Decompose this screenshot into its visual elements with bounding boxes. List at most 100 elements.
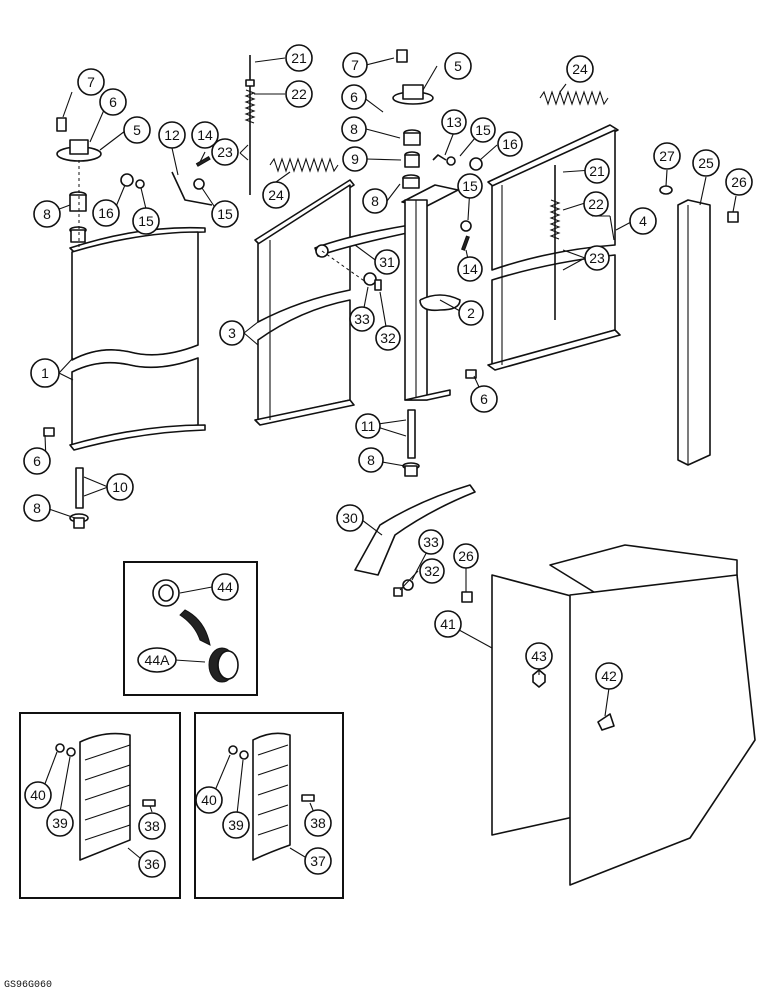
callout-1: 1: [30, 358, 60, 388]
svg-text:15: 15: [138, 213, 154, 229]
callout-26: 26: [453, 543, 479, 569]
svg-text:21: 21: [291, 50, 307, 66]
center-left-spring-rod: [244, 55, 339, 195]
callout-16: 16: [92, 199, 120, 227]
callout-30: 30: [336, 504, 364, 532]
svg-text:39: 39: [228, 817, 244, 833]
svg-text:6: 6: [480, 391, 488, 407]
svg-text:38: 38: [310, 815, 326, 831]
svg-text:22: 22: [588, 196, 604, 212]
svg-text:23: 23: [217, 144, 233, 160]
svg-text:8: 8: [33, 500, 41, 516]
callout-41: 41: [434, 610, 462, 638]
inset-frame-37: [194, 712, 344, 899]
callout-4: 4: [629, 207, 657, 235]
callout-33: 33: [349, 306, 375, 332]
svg-text:8: 8: [350, 121, 358, 137]
left-hinge-bottom-stack: [43, 427, 89, 529]
svg-text:4: 4: [639, 213, 647, 229]
svg-text:41: 41: [440, 616, 456, 632]
svg-text:22: 22: [291, 86, 307, 102]
left-curved-panel: [69, 226, 206, 451]
svg-text:33: 33: [354, 311, 370, 327]
svg-text:6: 6: [350, 89, 358, 105]
callout-31: 31: [374, 249, 400, 275]
callout-7: 7: [342, 52, 368, 78]
svg-text:15: 15: [475, 122, 491, 138]
left-hinge-top-stack: [56, 117, 102, 250]
callout-27: 27: [653, 142, 681, 170]
callout-32: 32: [375, 325, 401, 351]
callout-42: 42: [595, 662, 623, 690]
svg-text:12: 12: [164, 127, 180, 143]
callout-24: 24: [566, 55, 594, 83]
callout-8: 8: [358, 447, 384, 473]
svg-text:44: 44: [217, 579, 233, 595]
svg-text:30: 30: [342, 510, 358, 526]
svg-text:37: 37: [310, 853, 326, 869]
callout-23: 23: [584, 245, 610, 271]
louver-37-illustration: [228, 732, 315, 861]
callout-15: 15: [457, 173, 483, 199]
callout-26: 26: [725, 168, 753, 196]
callout-44A: 44A: [137, 647, 177, 673]
callout-40: 40: [24, 781, 52, 809]
callout-10: 10: [106, 473, 134, 501]
callout-9: 9: [342, 146, 368, 172]
svg-text:24: 24: [572, 61, 588, 77]
plug-44-illustration: [152, 579, 239, 683]
svg-text:16: 16: [502, 136, 518, 152]
center-hinge-top-stack: [392, 49, 483, 477]
callout-8: 8: [341, 116, 367, 142]
callout-32: 32: [419, 558, 445, 584]
callout-7: 7: [77, 68, 105, 96]
svg-text:16: 16: [98, 205, 114, 221]
svg-text:8: 8: [367, 452, 375, 468]
callout-6: 6: [23, 447, 51, 475]
svg-text:24: 24: [268, 187, 284, 203]
callout-23: 23: [211, 138, 239, 166]
svg-text:36: 36: [144, 856, 160, 872]
svg-text:40: 40: [201, 792, 217, 808]
svg-text:15: 15: [217, 206, 233, 222]
svg-text:8: 8: [43, 206, 51, 222]
drawing-code: GS96G060: [4, 980, 53, 991]
callout-36: 36: [138, 850, 166, 878]
callout-13: 13: [441, 109, 467, 135]
svg-text:7: 7: [351, 57, 359, 73]
callout-39: 39: [46, 809, 74, 837]
svg-text:31: 31: [379, 254, 395, 270]
svg-text:8: 8: [371, 193, 379, 209]
callout-39: 39: [222, 811, 250, 839]
callout-21: 21: [584, 158, 610, 184]
callout-38: 38: [138, 812, 166, 840]
door-41: [461, 544, 756, 886]
callout-8: 8: [362, 188, 388, 214]
svg-text:10: 10: [112, 479, 128, 495]
callout-12: 12: [158, 121, 186, 149]
callout-6: 6: [99, 88, 127, 116]
svg-text:33: 33: [423, 534, 439, 550]
callout-8: 8: [33, 200, 61, 228]
callout-24: 24: [262, 181, 290, 209]
svg-text:6: 6: [109, 94, 117, 110]
svg-text:15: 15: [462, 178, 478, 194]
callout-2: 2: [458, 300, 484, 326]
callout-3: 3: [219, 320, 245, 346]
center-right-hinge: [401, 184, 461, 401]
svg-text:42: 42: [601, 668, 617, 684]
callout-43: 43: [525, 642, 553, 670]
callout-11: 11: [355, 413, 381, 439]
svg-text:5: 5: [133, 122, 141, 138]
svg-text:32: 32: [380, 330, 396, 346]
svg-text:40: 40: [30, 787, 46, 803]
callout-14: 14: [457, 256, 483, 282]
svg-text:3: 3: [228, 325, 236, 341]
svg-text:25: 25: [698, 155, 714, 171]
callout-33: 33: [418, 529, 444, 555]
callout-15: 15: [132, 207, 160, 235]
svg-text:21: 21: [589, 163, 605, 179]
callout-16: 16: [497, 131, 523, 157]
callout-5: 5: [123, 116, 151, 144]
